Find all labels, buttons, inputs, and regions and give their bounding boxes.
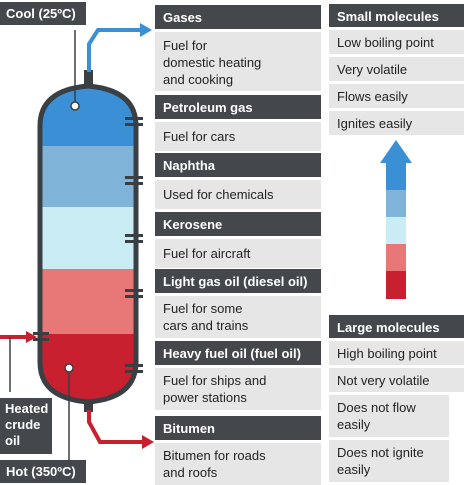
fraction-light-gas-oil: Light gas oil (diesel oil) Fuel for some… — [155, 269, 321, 338]
cool-temp-label: Cool (25ºC) — [0, 2, 86, 25]
fraction-use: Bitumen for roads and roofs — [155, 443, 321, 485]
side-nozzles — [33, 117, 143, 373]
fraction-name: Heavy fuel oil (fuel oil) — [155, 341, 321, 365]
bitumen-arrowhead — [142, 435, 154, 449]
small-molecules-title: Small molecules — [329, 4, 464, 27]
band-5 — [40, 334, 136, 402]
fraction-use: Fuel for aircraft — [155, 239, 321, 268]
heated-crude-oil-label: Heated crude oil — [0, 398, 52, 454]
property: Not very volatile — [329, 368, 464, 392]
fraction-name: Bitumen — [155, 416, 321, 440]
fraction-name: Petroleum gas — [155, 95, 321, 119]
arrow-seg-5 — [386, 271, 406, 299]
property: High boiling point — [329, 341, 464, 365]
arrow-seg-4 — [386, 244, 406, 271]
fraction-gases: Gases Fuel for domestic heating and cook… — [155, 5, 321, 91]
property: Very volatile — [329, 57, 464, 81]
fraction-use: Fuel for cars — [155, 122, 321, 151]
property: Flows easily — [329, 84, 464, 108]
arrow-seg-3 — [386, 217, 406, 244]
band-4 — [40, 269, 136, 334]
crude-oil-arrowhead — [26, 331, 37, 343]
column-outline — [37, 83, 139, 405]
bottom-nozzle — [84, 400, 93, 412]
large-molecules-title: Large molecules — [329, 315, 464, 338]
band-2 — [40, 146, 136, 207]
fraction-naphtha: Naphtha Used for chemicals — [155, 153, 321, 209]
fraction-heavy-fuel-oil: Heavy fuel oil (fuel oil) Fuel for ships… — [155, 341, 321, 410]
fraction-petroleum-gas: Petroleum gas Fuel for cars — [155, 95, 321, 151]
gases-pipe — [87, 28, 140, 72]
hot-probe-dot — [64, 363, 74, 373]
top-nozzle — [84, 70, 93, 86]
band-1 — [40, 86, 136, 146]
fraction-use: Fuel for some cars and trains — [155, 296, 321, 338]
fraction-kerosene: Kerosene Fuel for aircraft — [155, 212, 321, 268]
band-3 — [40, 207, 136, 269]
fraction-use: Fuel for domestic heating and cooking — [155, 32, 321, 91]
fraction-bitumen: Bitumen Bitumen for roads and roofs — [155, 416, 321, 485]
hot-temp-label: Hot (350ºC) — [0, 460, 86, 483]
small-molecules-panel: Small molecules Low boiling point Very v… — [329, 4, 464, 135]
property: Low boiling point — [329, 30, 464, 54]
arrow-seg-1 — [386, 163, 406, 190]
fraction-name: Kerosene — [155, 212, 321, 236]
fraction-use: Fuel for ships and power stations — [155, 368, 321, 410]
arrow-head — [380, 140, 412, 163]
molecule-size-arrow — [380, 140, 412, 299]
property: Does not flow easily — [329, 395, 449, 437]
fraction-name: Gases — [155, 5, 321, 29]
fraction-use: Used for chemicals — [155, 180, 321, 209]
fraction-name: Light gas oil (diesel oil) — [155, 269, 321, 293]
large-molecules-panel: Large molecules High boiling point Not v… — [329, 315, 464, 482]
property: Ignites easily — [329, 111, 464, 135]
property: Does not ignite easily — [329, 440, 449, 482]
fraction-name: Naphtha — [155, 153, 321, 177]
gases-arrowhead — [140, 23, 152, 37]
arrow-seg-2 — [386, 190, 406, 217]
bitumen-pipe — [87, 410, 142, 444]
cool-probe-dot — [70, 101, 80, 111]
column-bands — [40, 86, 136, 402]
